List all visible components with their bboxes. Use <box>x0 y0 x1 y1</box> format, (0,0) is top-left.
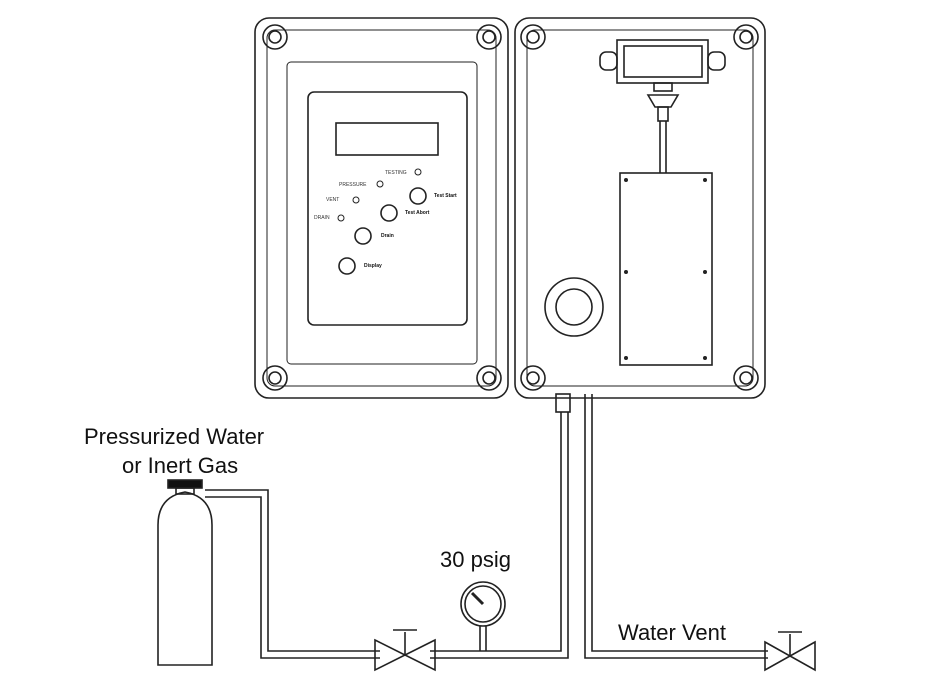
vent-valve <box>764 631 816 672</box>
vent-label: Water Vent <box>618 620 726 645</box>
svg-text:Display: Display <box>364 263 382 269</box>
gas-cylinder <box>157 479 213 666</box>
svg-text:Test Start: Test Start <box>434 193 457 199</box>
supply-valve <box>374 629 436 672</box>
button-test-start[interactable]: Test Start <box>409 187 457 205</box>
indicator-drain: DRAIN <box>314 214 345 222</box>
lcd-display <box>335 122 439 156</box>
button-drain[interactable]: Drain <box>354 227 394 245</box>
svg-text:Drain: Drain <box>381 233 394 239</box>
piping <box>205 393 768 659</box>
indicator-label: TESTING <box>385 170 407 176</box>
button-test-abort[interactable]: Test Abort <box>380 204 430 222</box>
corner-screws <box>262 24 502 391</box>
source-label-2: or Inert Gas <box>122 453 238 478</box>
mounting-plate <box>619 172 713 366</box>
gauge-label: 30 psig <box>440 547 511 572</box>
solenoid-block <box>599 39 726 173</box>
valve-enclosure <box>514 17 766 399</box>
front-panel <box>307 91 468 326</box>
indicator-vent: VENT <box>326 196 360 204</box>
indicator-pressure: PRESSURE <box>339 180 384 188</box>
indicator-label: VENT <box>326 197 339 203</box>
svg-text:Test Abort: Test Abort <box>405 210 430 216</box>
cable-port <box>544 277 604 337</box>
pressure-gauge <box>460 581 506 627</box>
source-label: Pressurized Water <box>84 424 264 449</box>
indicator-label: PRESSURE <box>339 182 367 188</box>
indicator-testing: TESTING <box>385 168 422 176</box>
control-enclosure: TESTING PRESSURE VENT DRAIN Test Start T… <box>254 17 509 399</box>
button-display[interactable]: Display <box>338 257 382 275</box>
indicator-label: DRAIN <box>314 215 330 221</box>
